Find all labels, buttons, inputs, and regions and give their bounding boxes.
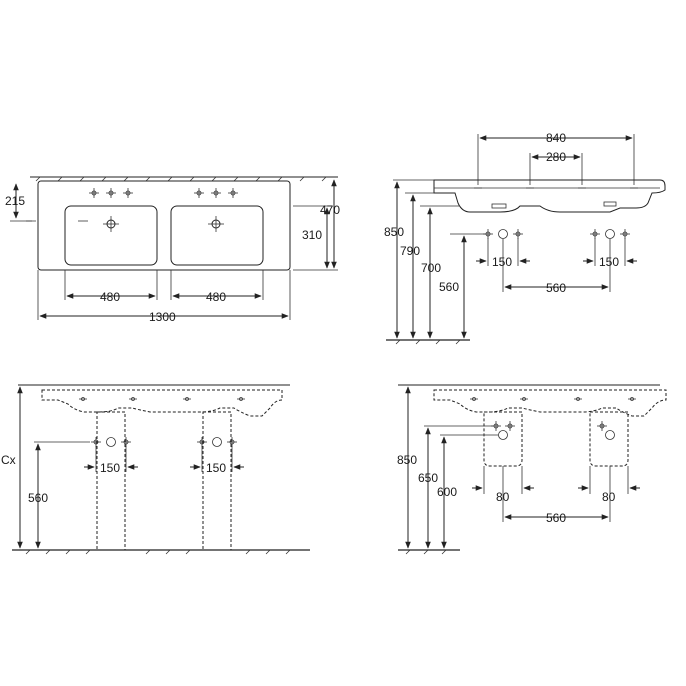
front-view-pedestals: 150 150 Cx 560: [1, 384, 310, 555]
front-tap-marks: [79, 397, 245, 401]
dim-560-horizontal-label: 560: [546, 281, 566, 295]
connection-marks-left: [483, 229, 523, 239]
left-bowl: [64, 205, 158, 266]
dim-cx-label: Cx: [1, 453, 16, 467]
pedestal-right: [202, 411, 232, 551]
pedestal-left: [96, 411, 126, 551]
siphon-tap-marks: [470, 397, 636, 401]
front-connection-right: [197, 437, 237, 447]
dim-280-label: 280: [546, 150, 566, 164]
right-bowl: [170, 205, 264, 266]
dim-215-label: 215: [5, 194, 25, 208]
dim-790-label: 790: [400, 244, 420, 258]
basin-outline: [37, 180, 291, 271]
front-dim-560-label: 560: [28, 491, 48, 505]
dim-310-label: 310: [302, 228, 322, 242]
basin-side-profile: [433, 179, 666, 213]
dim-480-left-label: 480: [100, 290, 120, 304]
siphon-cover-left: [483, 411, 523, 467]
dim-470-label: 470: [320, 203, 340, 217]
siphon-cover-right: [589, 411, 629, 467]
dim-480-right-label: 480: [206, 290, 226, 304]
front-dim-150-left-label: 150: [100, 461, 120, 475]
tap-hole-marks: [89, 188, 238, 198]
dim-1300-label: 1300: [149, 310, 176, 324]
dim-560-label: 560: [439, 280, 459, 294]
dim-150-right-label: 150: [599, 255, 619, 269]
front-connection-left: [91, 437, 131, 447]
overflow-slots: [491, 201, 617, 209]
siphon-dim-600-label: 600: [437, 485, 457, 499]
siphon-connection-left: [491, 421, 515, 440]
basin-front-outline: [41, 389, 283, 417]
top-view: 215 470 310 480 480 1300: [5, 176, 340, 324]
front-view-siphon: 850 650 600 80 80 560: [397, 384, 667, 555]
siphon-dim-80-right-label: 80: [602, 490, 616, 504]
dim-150-left-label: 150: [492, 255, 512, 269]
siphon-connection-right: [597, 421, 615, 440]
siphon-basin-outline: [433, 389, 667, 417]
dim-700-label: 700: [421, 261, 441, 275]
front-dim-150-right-label: 150: [206, 461, 226, 475]
siphon-dim-560-label: 560: [546, 511, 566, 525]
siphon-dim-850-label: 850: [397, 453, 417, 467]
connection-marks-right: [590, 229, 630, 239]
drain-crosshairs: [103, 216, 224, 232]
dim-850-label: 850: [384, 225, 404, 239]
side-view: 840 280 850 790 700 560: [384, 131, 666, 345]
wall-hatch: [35, 176, 327, 182]
dim-840-label: 840: [546, 131, 566, 145]
siphon-dim-650-label: 650: [418, 471, 438, 485]
